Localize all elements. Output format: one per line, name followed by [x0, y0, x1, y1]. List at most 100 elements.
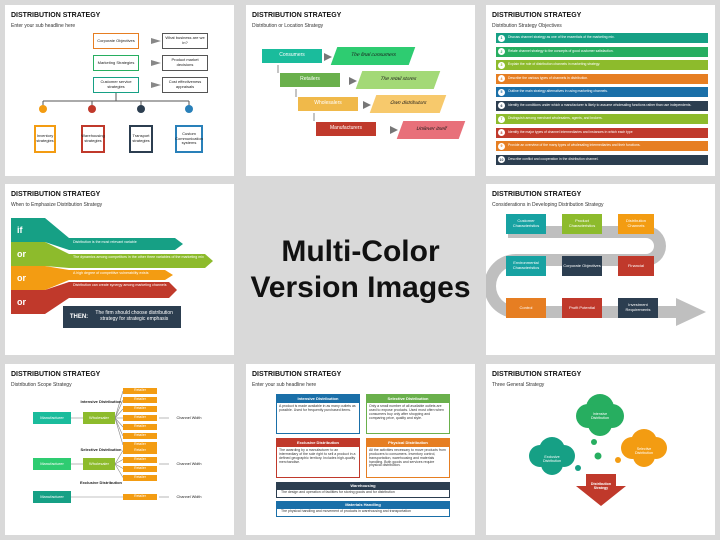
card-head: Selective Distribution	[367, 395, 449, 403]
row-number: 4	[498, 75, 505, 82]
description-banner: Own distributors	[369, 95, 447, 113]
card: Exclusive Distribution The awarding by a…	[276, 438, 360, 478]
level-box: Manufacturers	[316, 122, 376, 136]
objective-row: Identify the conditions under which a ma…	[496, 100, 708, 111]
slide-subtitle: Enter your sub headline here	[252, 382, 317, 388]
condition-text: A high degree of competitive vulnerabili…	[73, 271, 149, 275]
consideration-box: Financial	[618, 256, 654, 276]
row-number: 7	[498, 115, 505, 123]
consideration-box: Corporate Objectives	[562, 256, 602, 276]
condition-arrows	[45, 218, 213, 314]
center-caption: Multi-Color Version Images	[246, 184, 475, 355]
slide-subtitle: Enter your sub headline here	[11, 23, 76, 29]
scope-section-label: Intensive Distribution	[80, 398, 122, 404]
consideration-box: Profit Potential	[562, 298, 602, 318]
cloud-label: Selective Distribution	[635, 446, 653, 455]
step-arrows	[277, 53, 398, 134]
bottom-box: Warehousing strategies	[81, 125, 105, 153]
right-box: Cost effectiveness appraisals	[162, 77, 208, 93]
retailer-box: Retailer	[123, 465, 157, 472]
retailer-box: Retailer	[123, 397, 157, 403]
bottom-box: Transport strategies	[129, 125, 153, 153]
bar-body: The physical handling and movement of pr…	[281, 509, 411, 513]
retailer-box: Retailer	[123, 424, 157, 430]
wholesaler-box: Wholesaler	[83, 458, 115, 470]
condition-tag: if	[11, 218, 45, 242]
objective-row: Explain the role of distribution channel…	[496, 60, 708, 70]
scope-section-label: Exclusive Distribution	[79, 479, 122, 485]
caption-line-1: Multi-Color	[281, 234, 440, 268]
objective-row: Describe conflict and cooperation in the…	[496, 154, 708, 165]
left-box: Customer service strategies	[93, 77, 139, 93]
row-number: 6	[498, 102, 505, 109]
arrow-label: Distribution Strategy	[590, 481, 612, 490]
then-label: THEN:	[69, 313, 89, 320]
retailer-box: Retailer	[123, 415, 157, 421]
slide-title: DISTRIBUTION STRATEGY	[492, 371, 582, 378]
row-number: 8	[498, 129, 505, 136]
slide-title: DISTRIBUTION STRATEGY	[11, 12, 101, 19]
condition-tag: or	[11, 290, 45, 314]
card: Physical Distribution All the activities…	[366, 438, 450, 478]
row-number: 3	[498, 61, 505, 69]
description-banner: The retail stores	[355, 71, 441, 89]
channel-width-label: Channel Width	[176, 494, 202, 499]
condition-tag: or	[11, 242, 45, 266]
retailer-box: Retailer	[123, 442, 157, 448]
channel-width-label: Channel Width	[176, 415, 202, 420]
consideration-box: Control	[506, 298, 546, 318]
slide-title: DISTRIBUTION STRATEGY	[252, 12, 342, 19]
bar-head: Materials Handling	[277, 502, 449, 509]
objective-row: Discuss channel strategy as one of the e…	[496, 33, 708, 43]
slide-thumbnail-1[interactable]: DISTRIBUTION STRATEGY Enter your sub hea…	[5, 5, 234, 176]
consideration-box: Investment Requirements	[618, 298, 658, 318]
cloud-graphic	[529, 394, 667, 506]
then-text: The firm should choose distribution stra…	[95, 310, 173, 322]
slide-thumbnail-7[interactable]: DISTRIBUTION STRATEGY Distribution Scope…	[5, 364, 234, 535]
slide-thumbnail-6[interactable]: DISTRIBUTION STRATEGY Considerations in …	[486, 184, 715, 355]
card-head: Exclusive Distribution	[277, 439, 359, 447]
objective-row: Distinguish among merchant wholesalers, …	[496, 114, 708, 124]
left-box: Marketing Strategies	[93, 55, 139, 71]
slide-subtitle: Distribution Strategy Objectives	[492, 23, 562, 29]
channel-width-label: Channel Width	[176, 461, 202, 466]
caption-line-2: Version Images	[250, 270, 471, 304]
slide-subtitle: Considerations in Developing Distributio…	[492, 202, 604, 208]
retailer-box: Retailer	[123, 433, 157, 439]
card: Selective Distribution Only a small numb…	[366, 394, 450, 434]
retailer-box: Retailer	[123, 406, 157, 412]
condition-text: Distribution is the most relevant variab…	[73, 240, 137, 244]
bottom-box: Inventory strategies	[34, 125, 56, 153]
condition-text: Distribution can create synergy among ma…	[73, 283, 167, 287]
level-box: Consumers	[262, 49, 322, 63]
card-body: A product is made available in as many o…	[279, 404, 356, 412]
level-box: Wholesalers	[298, 97, 358, 111]
manufacturer-box: Manufacturer	[33, 458, 71, 470]
manufacturer-box: Manufacturer	[33, 491, 71, 503]
level-box: Retailers	[280, 73, 340, 87]
card-body: Only a small number of all available out…	[369, 404, 444, 420]
card-body: All the activities necessary to move pro…	[369, 448, 446, 468]
condition-text: The dynamics among competitors in the ot…	[73, 255, 204, 259]
slide-title: DISTRIBUTION STRATEGY	[492, 12, 582, 19]
slide-title: DISTRIBUTION STRATEGY	[252, 371, 342, 378]
consideration-box: Product Characteristics	[562, 214, 602, 234]
slide-thumbnail-3[interactable]: DISTRIBUTION STRATEGY Distribution Strat…	[486, 5, 715, 176]
bottom-box: Custom Communication systems	[175, 125, 203, 153]
scope-connectors	[71, 390, 169, 498]
condition-tag: or	[11, 266, 45, 290]
slide-title: DISTRIBUTION STRATEGY	[11, 371, 101, 378]
slide-thumbnail-2[interactable]: DISTRIBUTION STRATEGY Distribution or Lo…	[246, 5, 475, 176]
slide-thumbnail-8[interactable]: DISTRIBUTION STRATEGY Enter your sub hea…	[246, 364, 475, 535]
manufacturer-box: Manufacturer	[33, 412, 71, 424]
bar: Warehousing The design and operation of …	[276, 482, 450, 498]
slide-thumbnail-9[interactable]: DISTRIBUTION STRATEGY Three General Stra…	[486, 364, 715, 535]
consideration-box: Customer Characteristics	[506, 214, 546, 234]
retailer-box: Retailer	[123, 474, 157, 481]
description-banner: Unilever itself	[396, 121, 466, 139]
consideration-box: Distribution Channels	[618, 214, 654, 234]
slide-thumbnail-4[interactable]: DISTRIBUTION STRATEGY When to Emphasize …	[5, 184, 234, 355]
then-box: THEN: The firm should choose distributio…	[63, 306, 181, 328]
card-body: The awarding by a manufacturer to an int…	[279, 448, 356, 464]
objective-row: Outline the main strategy alternatives i…	[496, 87, 708, 97]
